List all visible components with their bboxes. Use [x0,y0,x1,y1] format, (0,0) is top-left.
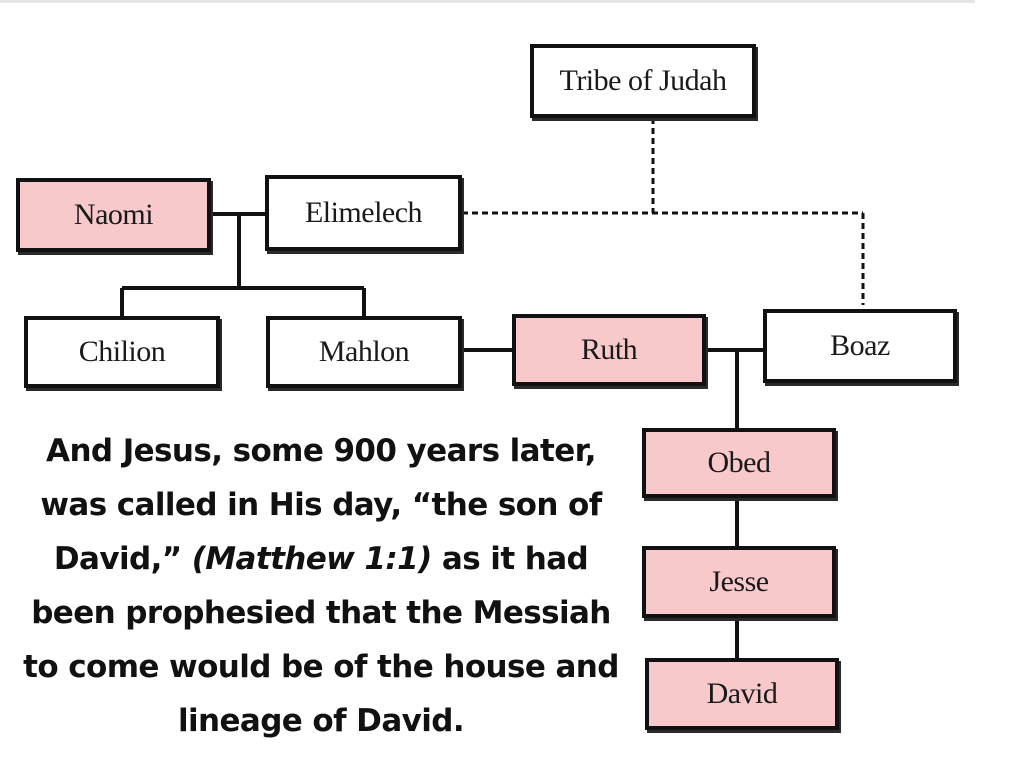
node-ruth: Ruth [512,314,706,386]
node-elimelech: Elimelech [265,175,462,251]
node-boaz: Boaz [763,309,957,383]
node-label: Elimelech [304,196,423,229]
node-chilion: Chilion [24,316,220,388]
node-label: Jesse [709,565,769,598]
node-naomi: Naomi [16,178,211,252]
node-label: Boaz [830,329,890,362]
caption-part-2: as it had been prophesied that the Messi… [23,541,619,739]
node-label: Obed [707,446,771,479]
caption-text: And Jesus, some 900 years later, was cal… [15,424,627,748]
caption-part-1: And Jesus, some 900 years later, was cal… [40,433,602,577]
top-border [0,0,975,3]
scripture-reference: (Matthew 1:1) [191,541,433,577]
node-label: Ruth [580,333,638,366]
right-margin [975,0,1024,768]
node-label: Naomi [73,198,154,231]
node-label: Mahlon [318,335,410,368]
node-tribe-of-judah: Tribe of Judah [530,44,756,118]
node-obed: Obed [642,428,836,498]
node-label: Tribe of Judah [559,64,727,97]
node-label: David [706,677,778,710]
node-mahlon: Mahlon [266,316,462,388]
node-jesse: Jesse [642,546,836,618]
node-label: Chilion [78,335,166,368]
node-david: David [645,658,839,730]
